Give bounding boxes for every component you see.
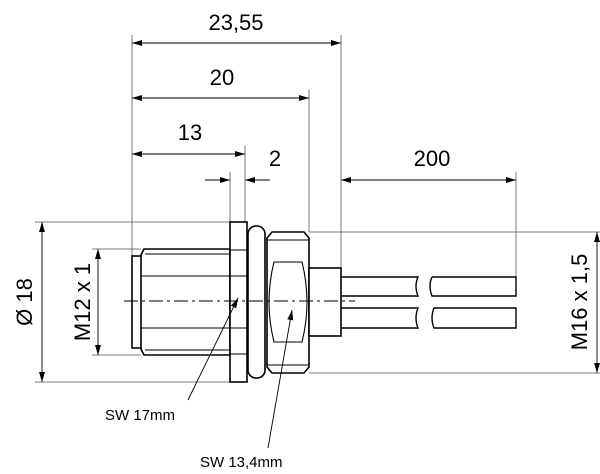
dim-body-length: 20 — [210, 65, 234, 90]
flange — [229, 221, 248, 383]
label-wrench-rear: SW 13,4mm — [200, 454, 283, 471]
leader-lines — [187, 297, 294, 449]
dim-cable-length: 200 — [414, 146, 451, 171]
dim-flange-thickness: 2 — [269, 146, 281, 171]
dim-rear-thread: M16 x 1,5 — [567, 254, 592, 351]
o-ring — [247, 225, 266, 379]
label-wrench-front: SW 17mm — [105, 407, 175, 424]
rear-nut — [266, 231, 310, 374]
dim-front-length: 13 — [178, 120, 202, 145]
cable-wires — [341, 276, 517, 329]
connector-body — [131, 221, 342, 383]
dim-overall-length: 23,55 — [208, 10, 263, 35]
dim-flange-diameter: Ø 18 — [12, 278, 37, 326]
dim-front-thread: M12 x 1 — [70, 263, 95, 341]
extension-lines — [35, 35, 600, 383]
dimension-lines — [39, 40, 600, 382]
front-hex — [140, 248, 231, 356]
rear-body — [308, 267, 342, 337]
